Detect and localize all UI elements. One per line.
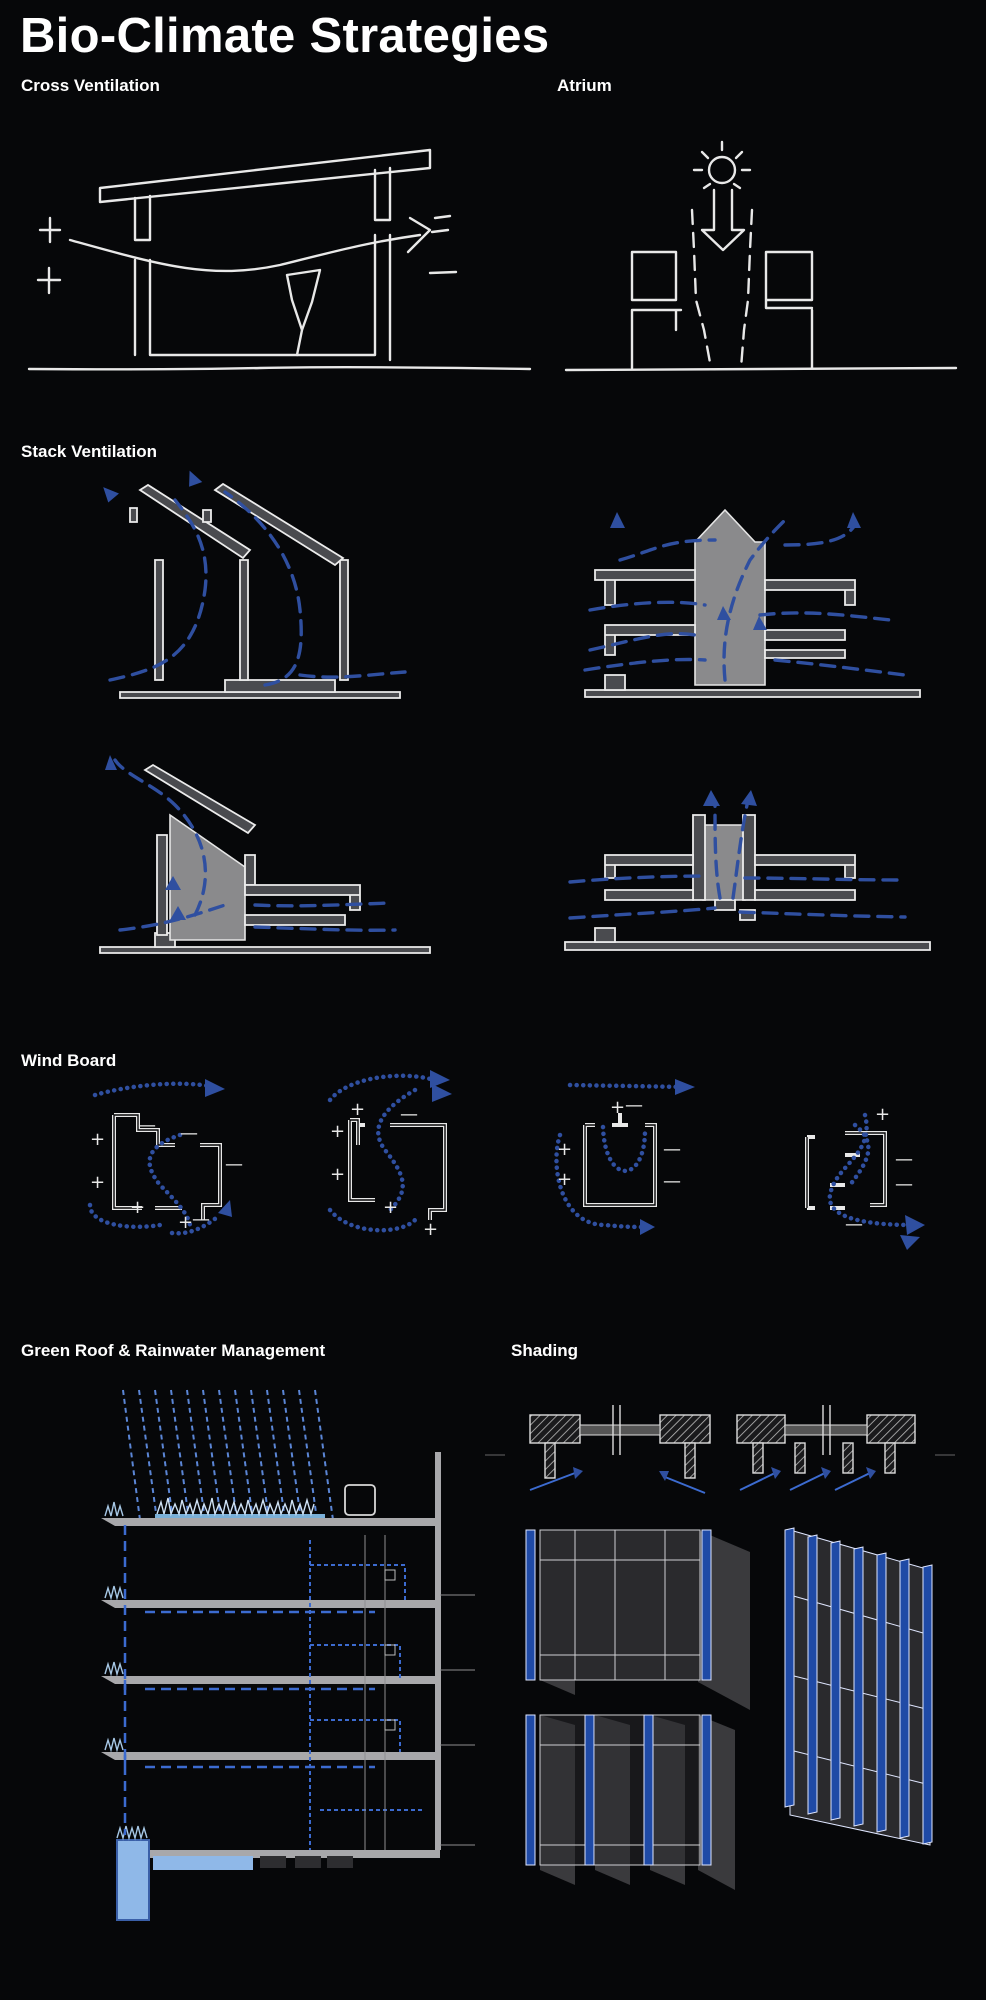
minus-sign: — <box>895 1149 913 1170</box>
plus-sign: + <box>557 1169 572 1190</box>
section-title-green-roof: Green Roof & Rainwater Management <box>21 1341 326 1360</box>
section-title-stack-ventilation: Stack Ventilation <box>21 442 158 461</box>
section-title-cross-ventilation: Cross Ventilation <box>21 76 160 95</box>
plus-sign: + <box>130 1197 145 1218</box>
minus-sign: — <box>895 1174 913 1195</box>
minus-sign: — <box>192 1209 210 1230</box>
plus-sign: + <box>350 1099 365 1120</box>
plus-sign: + <box>557 1139 572 1160</box>
plus-sign: + <box>330 1164 345 1185</box>
wind-board-plan-1: + + + + — — — — <box>87 1079 243 1236</box>
section-title-atrium: Atrium <box>557 76 612 95</box>
plus-sign: + <box>423 1219 438 1240</box>
minus-sign: — <box>400 1104 418 1125</box>
cross-ventilation-sketch <box>27 148 532 371</box>
stack-ventilation-sketch-3 <box>99 755 431 954</box>
shading-vertical-louvers <box>784 1527 933 1846</box>
minus-sign: — <box>225 1154 243 1175</box>
wind-board-plan-2: + + + + + — <box>327 1070 452 1240</box>
plus-sign: + <box>875 1104 890 1125</box>
plus-sign: + <box>90 1172 105 1193</box>
shading-facade-fins-vertical <box>525 1714 735 1890</box>
minus-sign: — <box>180 1123 198 1144</box>
minus-sign: — <box>625 1095 643 1116</box>
green-roof-section-drawing <box>101 1389 475 1921</box>
plus-sign: + <box>90 1129 105 1150</box>
wind-board-plan-3: + + + — — — <box>554 1079 695 1235</box>
section-title-shading: Shading <box>511 1341 579 1360</box>
plus-sign: + <box>330 1121 345 1142</box>
atrium-sketch <box>564 140 958 372</box>
plus-sign: + <box>178 1212 193 1233</box>
shading-plan-detail <box>485 1405 955 1494</box>
minus-sign: — <box>845 1214 863 1235</box>
shading-facade-fins-horizontal <box>525 1529 750 1710</box>
minus-sign: — <box>663 1139 681 1160</box>
rain-lines <box>122 1389 334 1521</box>
section-title-wind-board: Wind Board <box>21 1051 117 1070</box>
minus-sign: — <box>138 1115 156 1136</box>
minus-sign: — <box>663 1171 681 1192</box>
plus-sign: + <box>383 1197 398 1218</box>
plus-sign: + <box>610 1097 625 1118</box>
stack-ventilation-sketch-4 <box>564 790 931 951</box>
stack-ventilation-sketch-1 <box>103 470 407 699</box>
page-title: Bio-Climate Strategies <box>20 9 550 63</box>
wind-board-plan-4: + — — — <box>805 1104 925 1250</box>
stack-ventilation-sketch-2 <box>583 508 921 698</box>
